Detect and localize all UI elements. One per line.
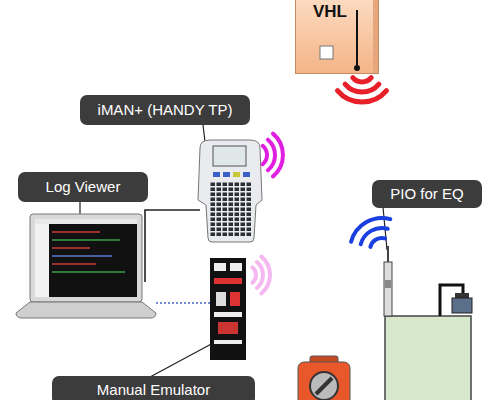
wireless-wave — [353, 78, 371, 82]
log-line — [52, 231, 100, 233]
laptop-base — [16, 302, 156, 318]
emulator-part — [214, 263, 226, 271]
wireless-wave — [261, 257, 270, 294]
laptop-screen — [35, 219, 137, 297]
emulator-part — [214, 278, 242, 284]
cable — [145, 210, 200, 282]
handheld-body — [198, 140, 262, 242]
node-text: PIO for EQ — [390, 186, 463, 203]
pio-antenna — [387, 246, 389, 262]
laptop-lid — [30, 214, 142, 302]
wireless-wave — [273, 134, 283, 177]
emulator-board — [210, 258, 246, 360]
dial-slot — [316, 378, 332, 394]
node-text: Manual Emulator — [97, 382, 210, 399]
emulator-part — [230, 263, 242, 271]
node-text: Log Viewer — [46, 179, 121, 196]
callout-label: PIO for EQ — [372, 180, 482, 208]
wireless-wave — [351, 218, 390, 242]
wireless-wave — [345, 84, 379, 92]
wireless-wave — [252, 267, 256, 282]
screen-sidebar — [35, 224, 49, 297]
pio-part — [385, 280, 391, 288]
handheld-screen — [213, 146, 246, 166]
leader-line — [150, 342, 215, 377]
handheld-key — [213, 172, 220, 177]
wireless-wave — [338, 91, 387, 102]
handheld-key — [223, 172, 230, 177]
wireless-wave — [257, 262, 263, 288]
handheld-keypad — [210, 182, 252, 237]
screen-menubar — [35, 219, 137, 224]
handheld-key — [243, 172, 250, 177]
equipment-box — [385, 316, 471, 400]
wireless-wave — [370, 238, 385, 247]
orange-device — [298, 362, 350, 400]
log-line — [52, 255, 112, 257]
emulator-part — [230, 292, 240, 306]
wireless-wave — [263, 146, 267, 164]
log-line — [52, 271, 125, 273]
callout-label: Log Viewer — [18, 172, 148, 202]
wireless-wave — [268, 140, 275, 171]
pio-device — [384, 262, 392, 316]
emulator-part — [216, 292, 226, 306]
emulator-part — [214, 312, 242, 317]
handheld-key — [233, 172, 240, 177]
log-line — [52, 247, 90, 249]
node-text: iMAN+ (HANDY TP) — [98, 102, 233, 119]
vehicle-box: VHL — [295, 0, 379, 74]
callout-label: Manual Emulator — [52, 376, 255, 400]
node-text: VHL — [313, 3, 347, 22]
log-line — [52, 239, 120, 241]
device-dial — [310, 372, 338, 400]
log-line — [52, 263, 96, 265]
connector — [452, 298, 472, 313]
callout-label: iMAN+ (HANDY TP) — [80, 95, 250, 125]
emulator-part — [214, 340, 242, 344]
dotted-link — [156, 302, 210, 304]
wireless-wave — [361, 228, 388, 244]
emulator-part — [218, 322, 238, 334]
